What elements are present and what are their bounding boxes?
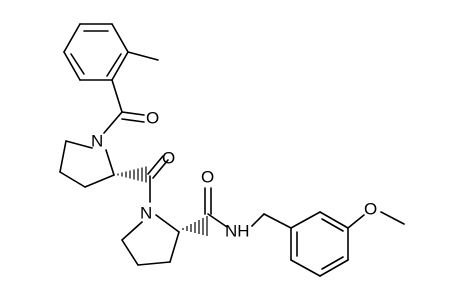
pyrrolidine-ring-2 (121, 214, 180, 266)
atom-label-nh: NH (225, 222, 250, 241)
carbonyl-2-double-b (152, 159, 169, 179)
carbonyl-1-double-a (121, 111, 145, 116)
stereo-hash-1 (117, 166, 147, 183)
atom-label-o4: O (364, 200, 377, 219)
carbonyl-1-to-n1-bond (103, 111, 123, 134)
toluoyl-ring (63, 23, 129, 81)
atom-label-o3: O (201, 168, 214, 187)
nh-to-ch2-bond (251, 213, 265, 227)
methoxy-methyl-bond (380, 211, 405, 225)
methoxyphenyl-ring (290, 211, 349, 277)
stereo-hash-2 (182, 216, 208, 236)
atom-label-o2: O (162, 149, 175, 168)
methyl-bond (127, 51, 159, 61)
pyrrolidine-ring-1 (59, 140, 115, 188)
carbonyl-1-double-b (121, 118, 145, 123)
ring-to-methoxy-o-bond (347, 214, 365, 229)
carbonyl-2-double-a (147, 155, 164, 175)
ch2-to-ring-bond (263, 213, 292, 229)
atom-label-n2: N (140, 204, 152, 223)
ring-to-carbonyl-bond (111, 79, 123, 113)
atom-label-o1: O (146, 109, 159, 128)
atom-label-n1: N (91, 132, 103, 151)
amide-c-to-nh-bond (207, 213, 228, 228)
